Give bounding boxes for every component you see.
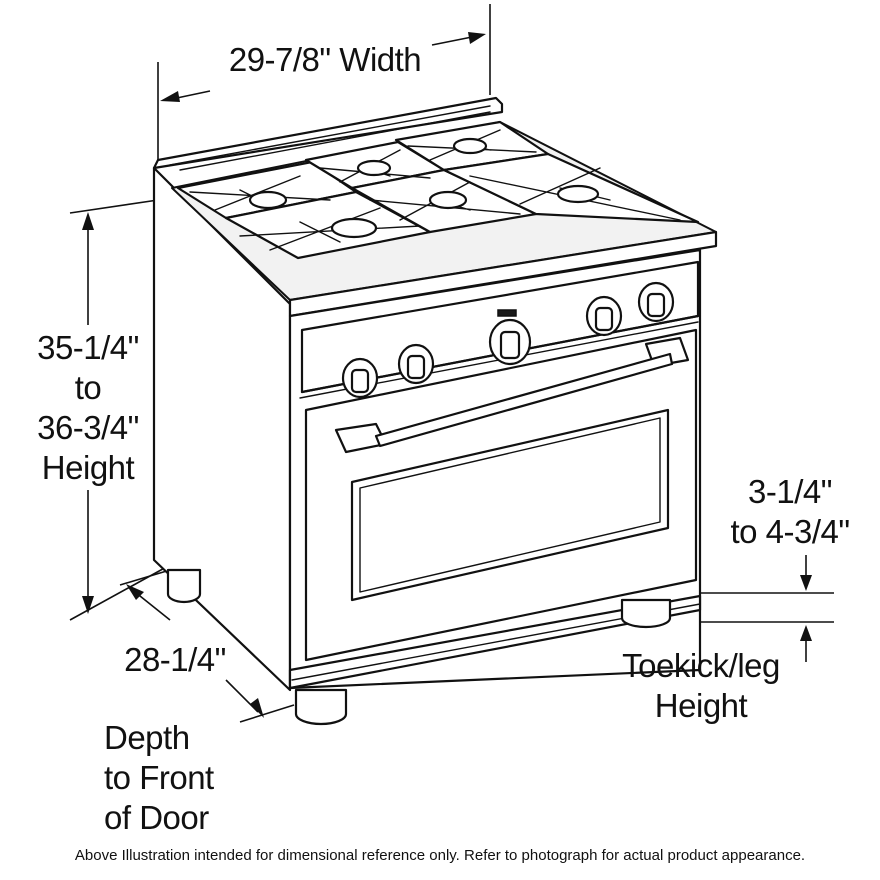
oven-handle-icon (334, 336, 690, 454)
height-label: 35-1/4" to 36-3/4" Height (18, 328, 158, 488)
toekick-size-line: 3-1/4" (748, 473, 832, 510)
toekick-size-label: 3-1/4" to 4-3/4" (705, 472, 875, 552)
toekick-label-line: Height (654, 687, 748, 724)
depth-label-line: of Door (104, 799, 209, 836)
height-label-line: Height (41, 449, 135, 486)
depth-label-line: to Front (104, 759, 214, 796)
knob-icon (637, 281, 675, 323)
knob-icon (585, 295, 623, 337)
knob-icon (397, 343, 435, 385)
toekick-label: Toekick/leg Height (606, 646, 796, 726)
disclaimer-text: Above Illustration intended for dimensio… (74, 847, 806, 864)
depth-dimension (119, 569, 295, 723)
burner-grates (176, 120, 700, 260)
depth-label-line: Depth (104, 719, 190, 756)
toekick-size-line: to 4-3/4" (730, 513, 850, 550)
toekick-label-line: Toekick/leg (622, 647, 780, 684)
control-knobs (341, 281, 675, 399)
width-label: 29-7/8" Width (228, 41, 422, 78)
depth-size-label: 28-1/4" (124, 641, 226, 678)
height-label-line: 35-1/4" (37, 329, 139, 366)
knob-icon (341, 357, 379, 399)
depth-label: Depth to Front of Door (104, 718, 264, 838)
width-dimension (157, 4, 491, 165)
legs (166, 568, 672, 726)
height-label-line: 36-3/4" (37, 409, 139, 446)
knob-icon (488, 309, 532, 366)
height-label-line: to (74, 369, 102, 406)
